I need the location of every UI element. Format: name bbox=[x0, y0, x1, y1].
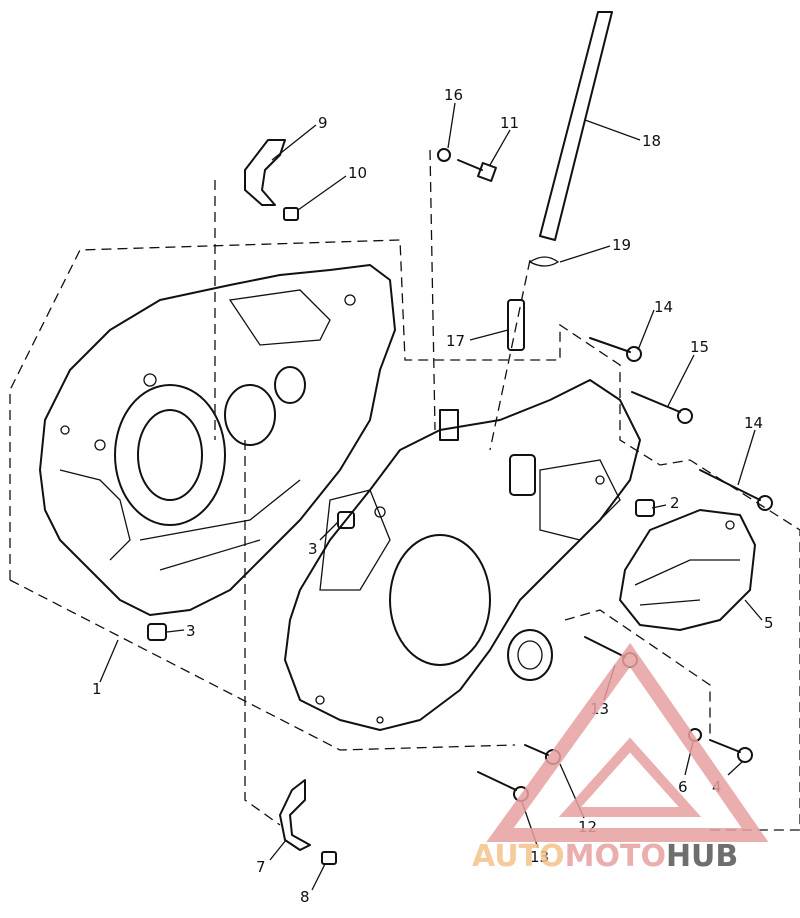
breather-hose bbox=[539, 11, 613, 241]
callout-6: 6 bbox=[678, 778, 688, 796]
callout-17: 17 bbox=[446, 332, 465, 350]
assembly-outline-left bbox=[9, 239, 800, 831]
clip-9 bbox=[279, 779, 311, 851]
bolt-13-low bbox=[584, 636, 626, 658]
bracket-7 bbox=[244, 139, 286, 206]
callout-8: 10 bbox=[348, 164, 367, 182]
callout-1: 1 bbox=[92, 680, 102, 698]
right-crankcase bbox=[284, 379, 641, 731]
breather-fitting bbox=[507, 299, 525, 351]
callout-16: 16 bbox=[444, 86, 463, 104]
callout-11-top: 11 bbox=[500, 114, 519, 132]
bolt-11-top bbox=[457, 159, 483, 171]
callout-7: 9 bbox=[318, 114, 328, 132]
watermark-triangle-inner-icon bbox=[558, 737, 702, 817]
bolt-11-low bbox=[524, 744, 549, 756]
crankcase-cover bbox=[619, 509, 756, 631]
watermark-part3: HUB bbox=[666, 839, 738, 874]
callout-3-low: 3 bbox=[186, 622, 196, 640]
dowel-3-mid bbox=[337, 511, 355, 529]
callouts: 9 10 16 11 18 19 17 14 15 14 2 3 3 5 1 1… bbox=[92, 86, 774, 906]
callout-2: 2 bbox=[670, 494, 680, 512]
screw-10 bbox=[321, 851, 337, 865]
callout-10: 8 bbox=[300, 888, 310, 906]
left-crankcase bbox=[39, 264, 396, 616]
watermark-part2: MOTO bbox=[565, 839, 666, 874]
bolt-12 bbox=[477, 771, 517, 791]
assembly-outline-lower bbox=[9, 579, 516, 751]
clip-guide bbox=[244, 440, 281, 826]
callout-3-mid: 3 bbox=[308, 540, 318, 558]
bolt-15 bbox=[631, 391, 681, 413]
callout-18: 18 bbox=[642, 132, 661, 150]
washer-16 bbox=[437, 148, 451, 162]
assembly-outline-right bbox=[564, 609, 711, 740]
callout-12: 13 bbox=[530, 848, 549, 866]
callout-19: 19 bbox=[612, 236, 631, 254]
bolt-14 bbox=[699, 469, 761, 501]
hose-guide bbox=[489, 259, 531, 451]
bolt16-guide bbox=[429, 149, 436, 431]
callout-9: 7 bbox=[256, 858, 266, 876]
watermark-part1: AUTO bbox=[472, 839, 565, 874]
watermark-logo: AUTOMOTOHUB bbox=[472, 642, 769, 874]
bolt-4 bbox=[709, 739, 741, 753]
callout-13-top: 14 bbox=[654, 298, 673, 316]
callout-15: 15 bbox=[690, 338, 709, 356]
hose-clip bbox=[529, 256, 560, 267]
bolt-8 bbox=[283, 207, 299, 221]
callout-14: 14 bbox=[744, 414, 763, 432]
callout-5: 5 bbox=[764, 614, 774, 632]
dowel-2 bbox=[635, 499, 655, 517]
watermark-text: AUTOMOTOHUB bbox=[472, 839, 738, 874]
watermark-triangle-icon bbox=[486, 642, 769, 842]
bolt-13-top bbox=[589, 337, 631, 353]
dowel-3-low bbox=[147, 623, 167, 641]
